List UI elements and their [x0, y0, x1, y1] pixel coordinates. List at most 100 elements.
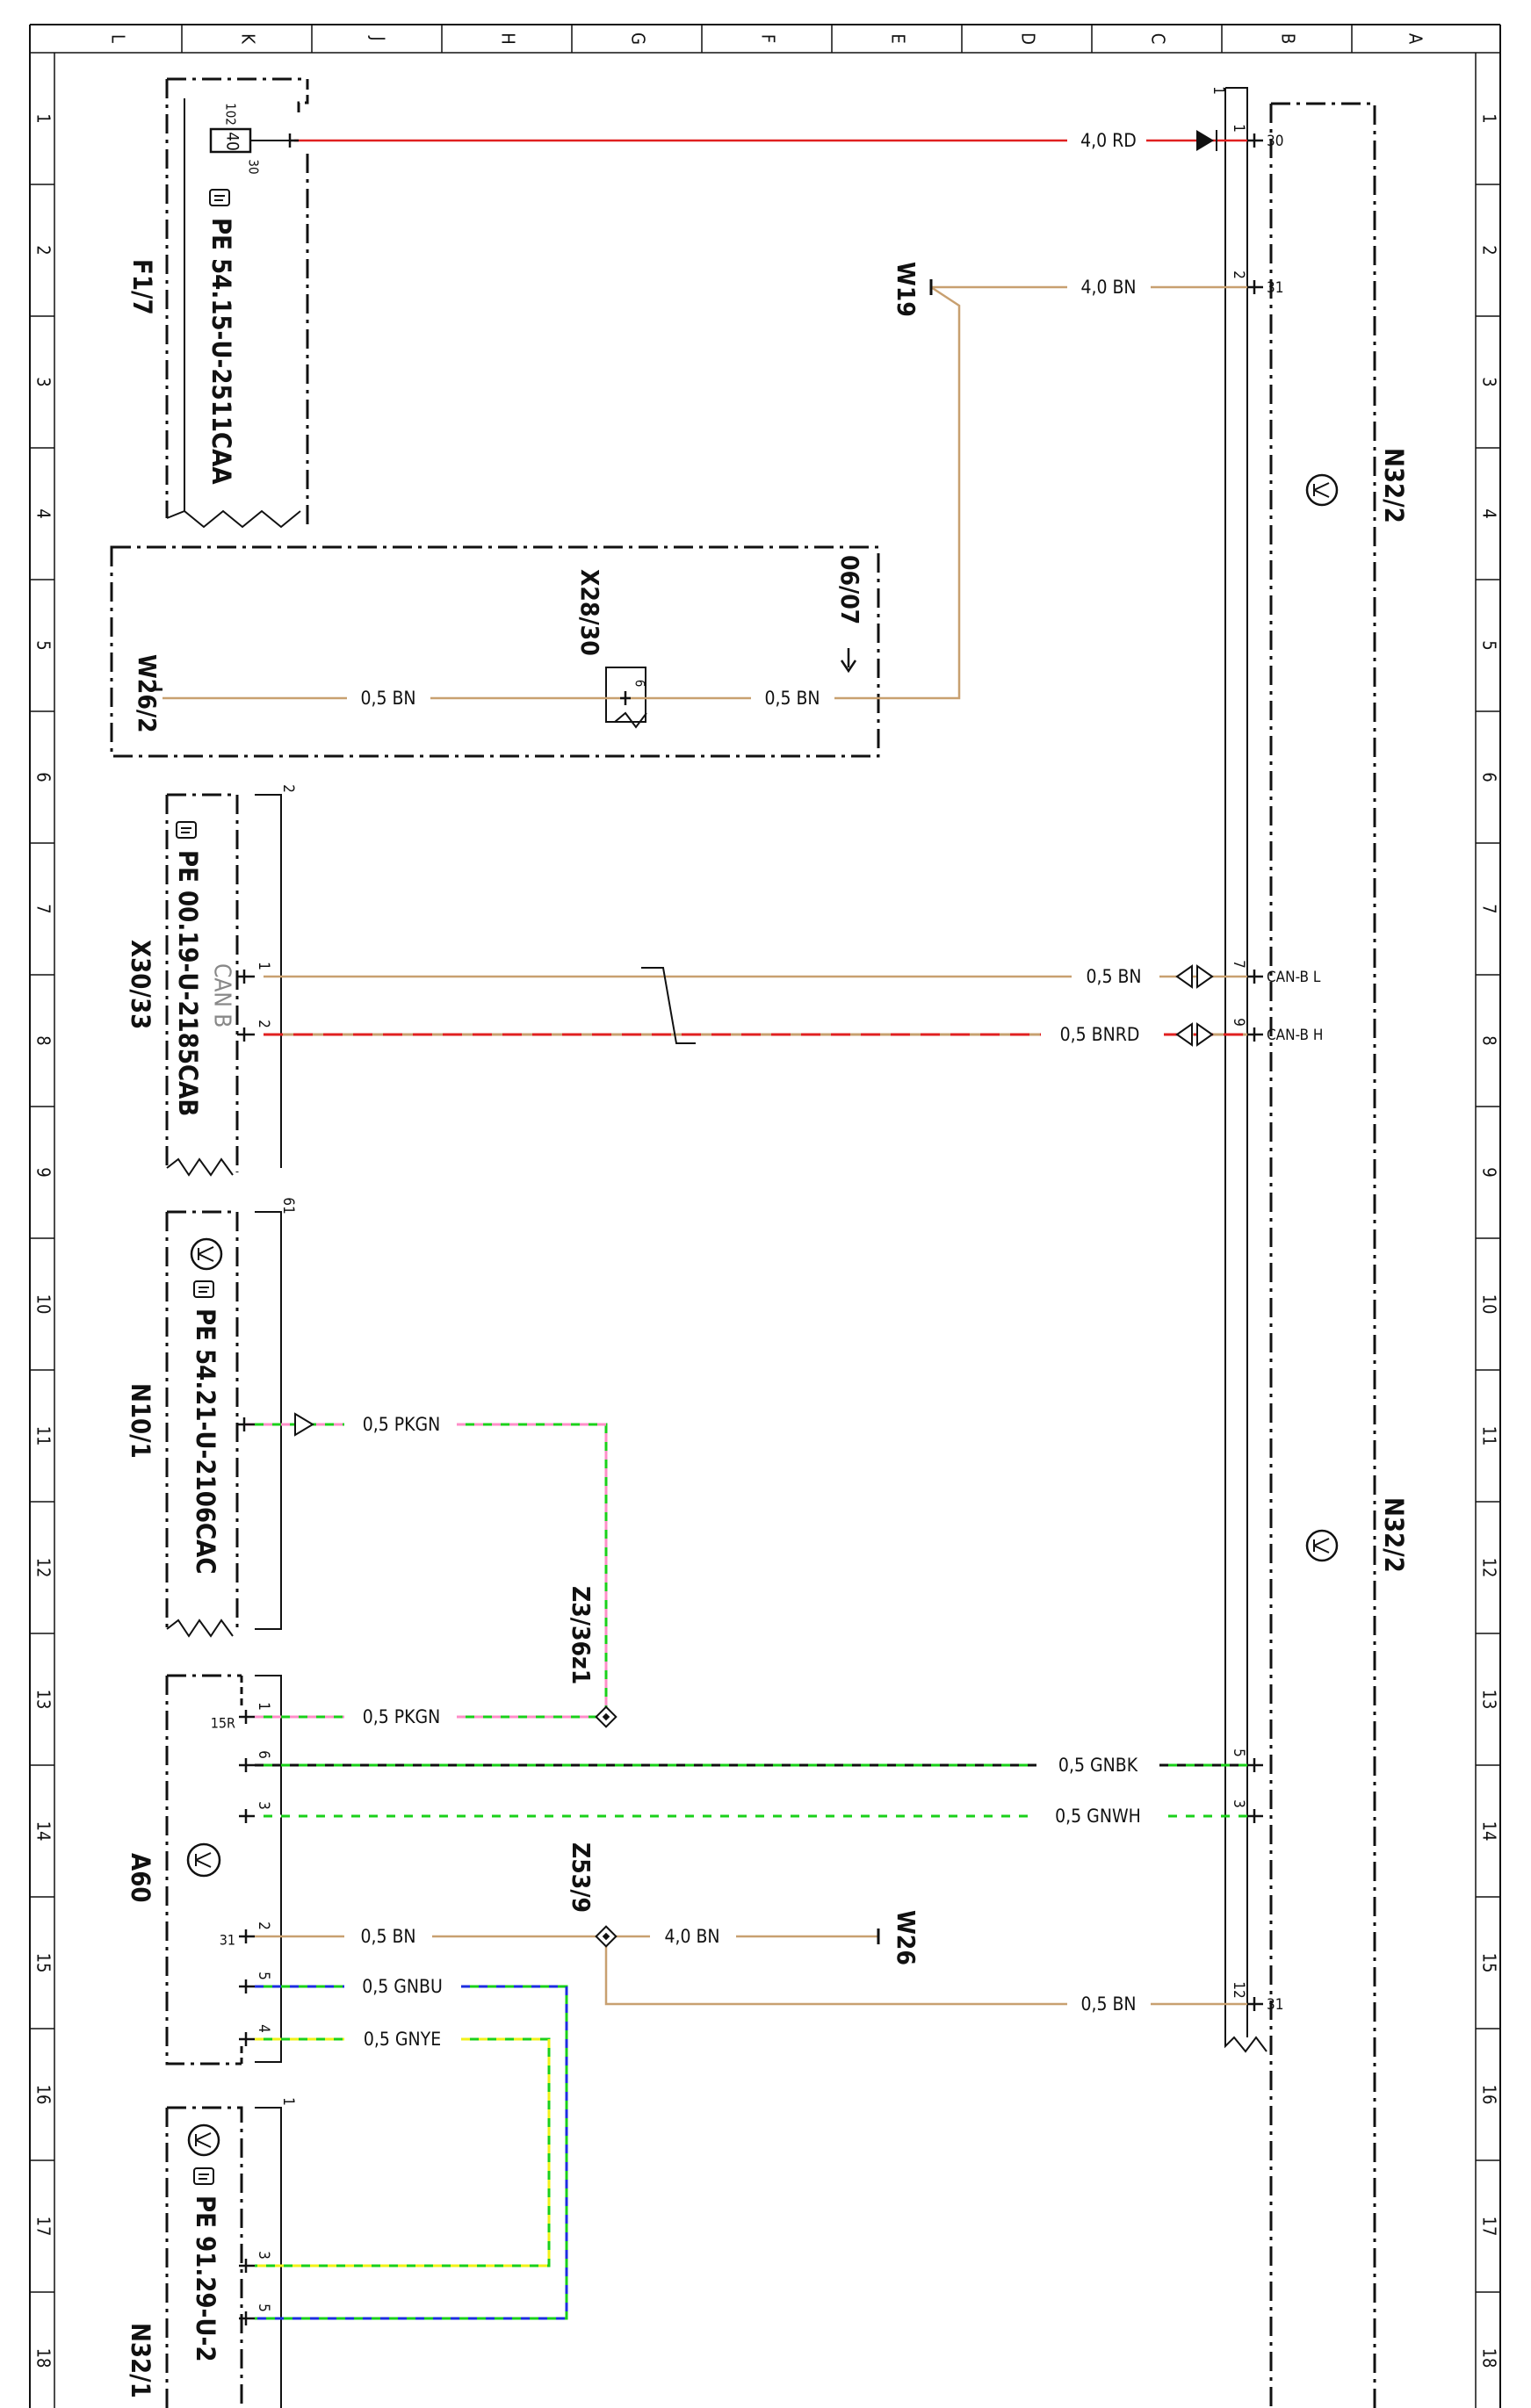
wire-label-gnbk: 0,5 GNBK: [1058, 1755, 1138, 1776]
svg-text:14: 14: [1479, 1821, 1500, 1842]
pin-number: 3: [255, 1801, 272, 1810]
pin-number: 9: [1230, 1018, 1247, 1027]
f17-hand-icon: [209, 189, 230, 206]
svg-text:16: 16: [1479, 2085, 1500, 2105]
pin-number: 5: [1230, 1748, 1247, 1757]
row-number-14: 14 14: [33, 1821, 1500, 1842]
n32-1-hand-icon: [193, 2167, 214, 2185]
n32-2-ecu-icon-top: [1305, 473, 1339, 507]
wire-label-bn-w26: 4,0 BN: [664, 1926, 719, 1947]
pin-label: 31: [1267, 279, 1283, 297]
svg-text:7: 7: [33, 904, 54, 913]
col-letter: J: [368, 35, 389, 40]
n10-1-ref: PE 54.21-U-2106CAC: [191, 1309, 220, 1575]
col-letter: B: [1278, 33, 1299, 44]
n32-1-component: [165, 2106, 282, 2408]
pin-number: 3: [255, 2251, 272, 2260]
n32-2-ecu-icon-bottom: [1305, 1529, 1339, 1562]
wire-label-gnwh: 0,5 GNWH: [1055, 1806, 1141, 1827]
pin-number: 6: [255, 1750, 272, 1759]
svg-text:2: 2: [1479, 245, 1500, 255]
wire-bn-w19: [878, 285, 1247, 700]
a60-ecu-icon: [186, 1842, 221, 1878]
wire-gnye: [255, 2037, 551, 2267]
pin-number: 1: [255, 962, 272, 970]
n32-2-block-number: 1: [1210, 86, 1227, 95]
svg-text:9: 9: [1479, 1167, 1500, 1177]
f17-label: F1/7: [127, 259, 157, 315]
wire-label-x28-left: 0,5 BN: [360, 688, 415, 709]
n32-1-block-number: 1: [279, 2097, 297, 2106]
w19-label: W19: [892, 262, 921, 317]
pin-number: 2: [1230, 270, 1247, 279]
x28-30-label: X28/30: [575, 569, 604, 656]
svg-text:3: 3: [33, 377, 54, 386]
svg-text:9: 9: [33, 1167, 54, 1177]
wire-label-rd: 4,0 RD: [1080, 130, 1137, 151]
col-letter: E: [888, 33, 909, 43]
pin-number: 1: [1230, 124, 1247, 133]
svg-text:18: 18: [1479, 2348, 1500, 2368]
col-letter: D: [1018, 32, 1039, 45]
can-h-bidir-icon: [1175, 1022, 1214, 1047]
wire-bn-a60: [255, 1935, 1247, 2006]
svg-text:16: 16: [33, 2085, 54, 2105]
pin-number: 5: [255, 2303, 272, 2312]
svg-text:11: 11: [1479, 1426, 1500, 1446]
wire-label-pkgn-n10: 0,5 PKGN: [363, 1414, 441, 1435]
x30-33-block-number: 2: [279, 784, 297, 793]
pin-number: 5: [255, 1972, 272, 1980]
svg-text:8: 8: [1479, 1035, 1500, 1045]
svg-text:14: 14: [33, 1821, 54, 1842]
svg-text:6: 6: [1479, 772, 1500, 782]
a60-pin-15r-label: 15R: [211, 1715, 235, 1732]
wire-label-bn-n32: 0,5 BN: [1080, 1993, 1136, 2015]
svg-text:5: 5: [1479, 640, 1500, 650]
ref-arrow-icon: [840, 648, 857, 674]
n10-1-ecu-icon: [190, 1237, 223, 1271]
svg-text:15: 15: [33, 1953, 54, 1973]
n10-1-component: [165, 1210, 282, 1638]
feed-arrow-icon: [1196, 130, 1214, 151]
n32-2-label-bottom: N32/2: [1379, 1497, 1409, 1573]
x30-hand-icon: [176, 821, 197, 839]
svg-text:13: 13: [33, 1690, 54, 1710]
sheet-frame: [29, 24, 1501, 2408]
col-letter: F: [758, 34, 779, 43]
pin-number: 4: [255, 2024, 272, 2033]
f17-ref: PE 54.15-U-2511CAA: [206, 218, 236, 485]
svg-text:3: 3: [1479, 377, 1500, 386]
w26-label: W26: [892, 1910, 921, 1965]
svg-text:10: 10: [1479, 1294, 1500, 1315]
n32-1-ecu-icon: [187, 2123, 220, 2157]
a60-component: [165, 1674, 282, 2066]
svg-text:2: 2: [33, 245, 54, 255]
column-letters: L K J H G F E D C B A: [108, 32, 1426, 45]
a60-label: A60: [126, 1853, 155, 1903]
x30-33-label: X30/33: [126, 940, 155, 1029]
wire-label-gnbu: 0,5 GNBU: [362, 1976, 443, 1997]
z53-9-label: Z53/9: [567, 1842, 596, 1913]
pin-label: CAN-B L: [1267, 969, 1321, 986]
pin-label: 30: [1267, 133, 1283, 150]
wire-label-can-l: 0,5 BN: [1086, 966, 1141, 987]
wire-gnbu: [255, 1985, 568, 2320]
wire-label-w19: 4,0 BN: [1080, 277, 1136, 298]
x28-pin-number: 6: [632, 680, 648, 688]
x30-33-ref: PE 00.19-U-2185CAB: [173, 850, 203, 1116]
pin-number: 7: [1230, 960, 1247, 969]
col-letter: C: [1148, 33, 1169, 45]
